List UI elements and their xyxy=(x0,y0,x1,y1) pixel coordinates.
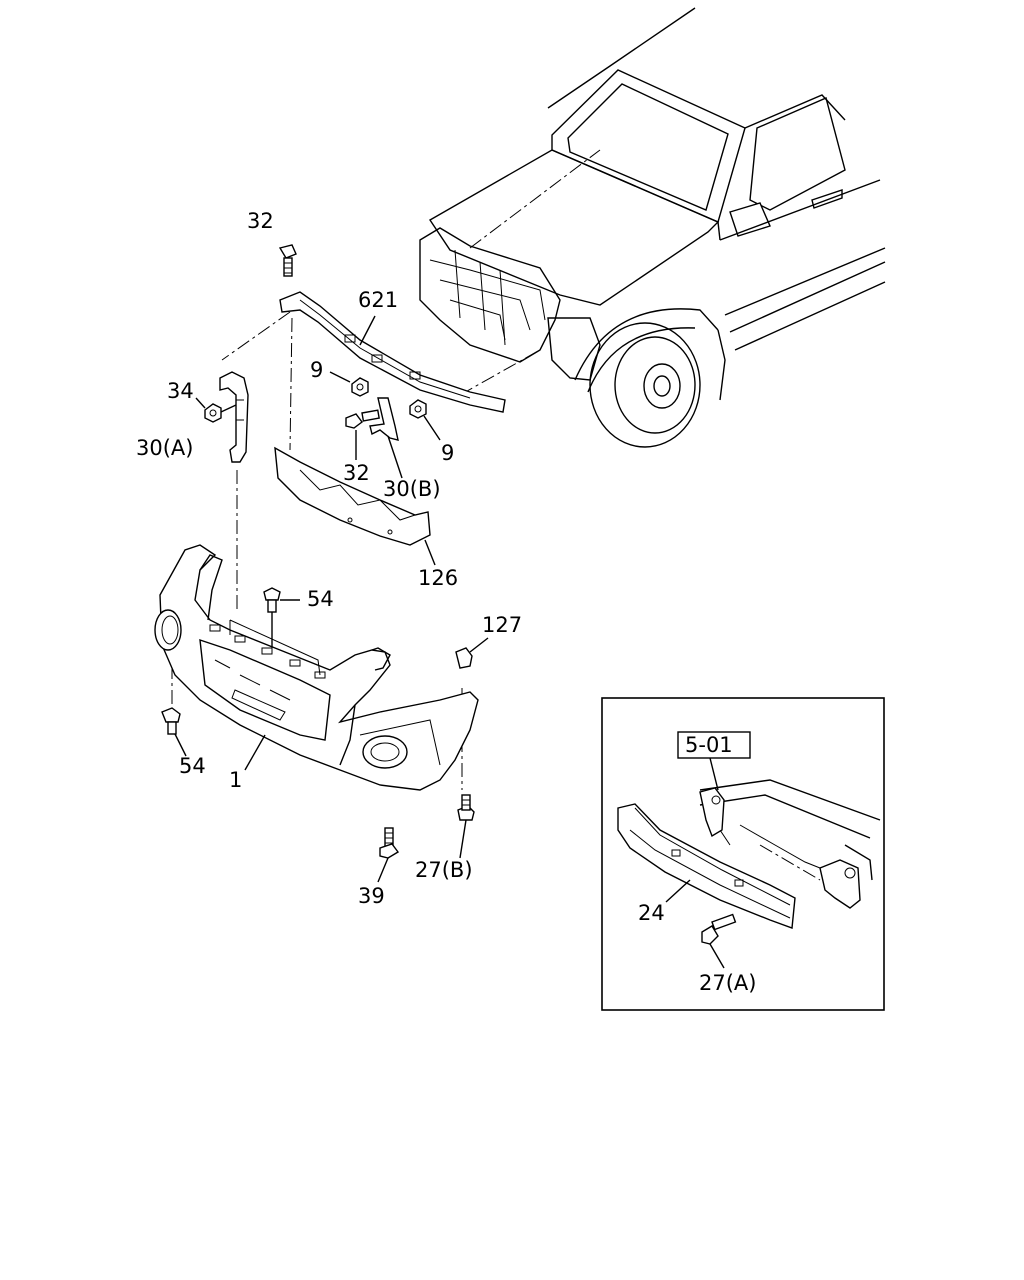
callout-27a: 27(A) xyxy=(699,971,756,995)
callout-30a: 30(A) xyxy=(136,436,193,460)
bracket-30b xyxy=(369,397,403,479)
inset-detail-box xyxy=(601,697,885,1011)
callout-621: 621 xyxy=(358,288,398,312)
callout-39: 39 xyxy=(358,884,385,908)
callout-127: 127 xyxy=(482,613,522,637)
callout-32-middle: 32 xyxy=(343,461,370,485)
nut-34 xyxy=(195,397,237,423)
callout-54-top: 54 xyxy=(307,587,334,611)
bolt-32-middle xyxy=(345,409,380,460)
callout-32-top: 32 xyxy=(247,209,274,233)
callout-54-left: 54 xyxy=(179,754,206,778)
bracket-30a xyxy=(219,371,249,463)
bolt-27b xyxy=(457,794,475,859)
bolt-54-left xyxy=(161,707,187,757)
callout-1: 1 xyxy=(229,768,242,792)
callout-27b: 27(B) xyxy=(415,858,473,882)
callout-5-01: 5-01 xyxy=(685,733,733,757)
callout-30b: 30(B) xyxy=(383,477,441,501)
bumper-1 xyxy=(154,544,479,791)
bolt-32-top xyxy=(278,244,297,277)
clip-127 xyxy=(455,637,489,669)
callout-34: 34 xyxy=(167,379,194,403)
nut-9-left xyxy=(329,371,369,397)
reinforcement-621 xyxy=(279,291,506,413)
nut-9-right xyxy=(409,399,441,441)
callout-126: 126 xyxy=(418,566,458,590)
callout-9-right: 9 xyxy=(441,441,454,465)
cover-126 xyxy=(274,446,436,566)
bolt-54-top xyxy=(263,587,300,650)
bolt-39 xyxy=(377,827,400,883)
callout-24: 24 xyxy=(638,901,665,925)
callout-9-left: 9 xyxy=(310,358,323,382)
reference-box xyxy=(677,731,751,759)
vehicle-illustration xyxy=(419,7,886,448)
